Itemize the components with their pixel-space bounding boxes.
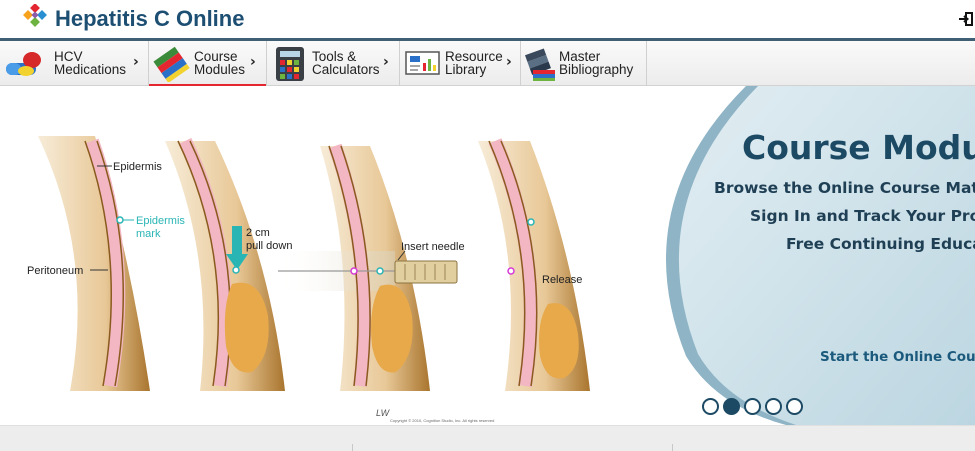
panel-line-browse: Browse the Online Course Materi <box>714 179 975 197</box>
nav-label: Tools &Calculators <box>312 49 380 77</box>
pull-label-2: pull down <box>246 240 292 252</box>
hero-slider: Epidermis Epidermis mark Peritoneum 2 cm… <box>0 86 975 425</box>
carousel-dot-2[interactable] <box>723 398 740 415</box>
epidermis-mark-label: Epidermis <box>136 215 185 227</box>
peritoneum-label: Peritoneum <box>27 265 83 277</box>
chevron-right-icon: › <box>133 54 139 70</box>
pull-label: 2 cm <box>246 227 270 239</box>
panel-title: Course Module <box>742 128 975 167</box>
calculator-icon <box>276 47 304 81</box>
nav-item-tools-calculators[interactable]: Tools &Calculators › <box>267 41 400 86</box>
presentation-board-icon <box>405 51 440 75</box>
carousel-dot-1[interactable] <box>702 398 719 415</box>
start-course-link[interactable]: Start the Online Cours <box>820 349 975 365</box>
footer-bar <box>0 425 975 451</box>
course-modules-panel-bg <box>666 86 975 425</box>
signature: LW <box>376 408 391 418</box>
epidermis-label: Epidermis <box>113 161 162 173</box>
copyright-text: Copyright © 2010, Cognition Studio, Inc.… <box>390 418 494 423</box>
site-title[interactable]: Hepatitis C Online <box>55 6 245 31</box>
carousel-dot-4[interactable] <box>765 398 782 415</box>
books-icon <box>524 48 555 81</box>
diamond-cluster-logo-icon[interactable] <box>22 4 48 30</box>
site-header: Hepatitis C Online <box>0 0 975 38</box>
chevron-right-icon: › <box>383 54 389 70</box>
epidermis-mark-label-2: mark <box>136 228 161 240</box>
footer-divider <box>352 444 353 451</box>
pills-icon <box>6 52 41 76</box>
chevron-right-icon: › <box>506 54 512 70</box>
carousel-dot-5[interactable] <box>786 398 803 415</box>
release-label: Release <box>542 274 582 286</box>
paracentesis-illustration: Epidermis Epidermis mark Peritoneum 2 cm… <box>27 136 590 423</box>
panel-line-sign-in: Sign In and Track Your Progr <box>750 207 975 225</box>
chevron-right-icon: › <box>250 54 256 70</box>
panel-line-cme: Free Continuing Educat <box>786 235 975 253</box>
footer-divider <box>672 444 673 451</box>
sign-in-icon[interactable] <box>959 12 973 26</box>
book-stack-icon <box>153 46 190 82</box>
insert-needle-label: Insert needle <box>401 241 465 253</box>
carousel-dot-3[interactable] <box>744 398 761 415</box>
